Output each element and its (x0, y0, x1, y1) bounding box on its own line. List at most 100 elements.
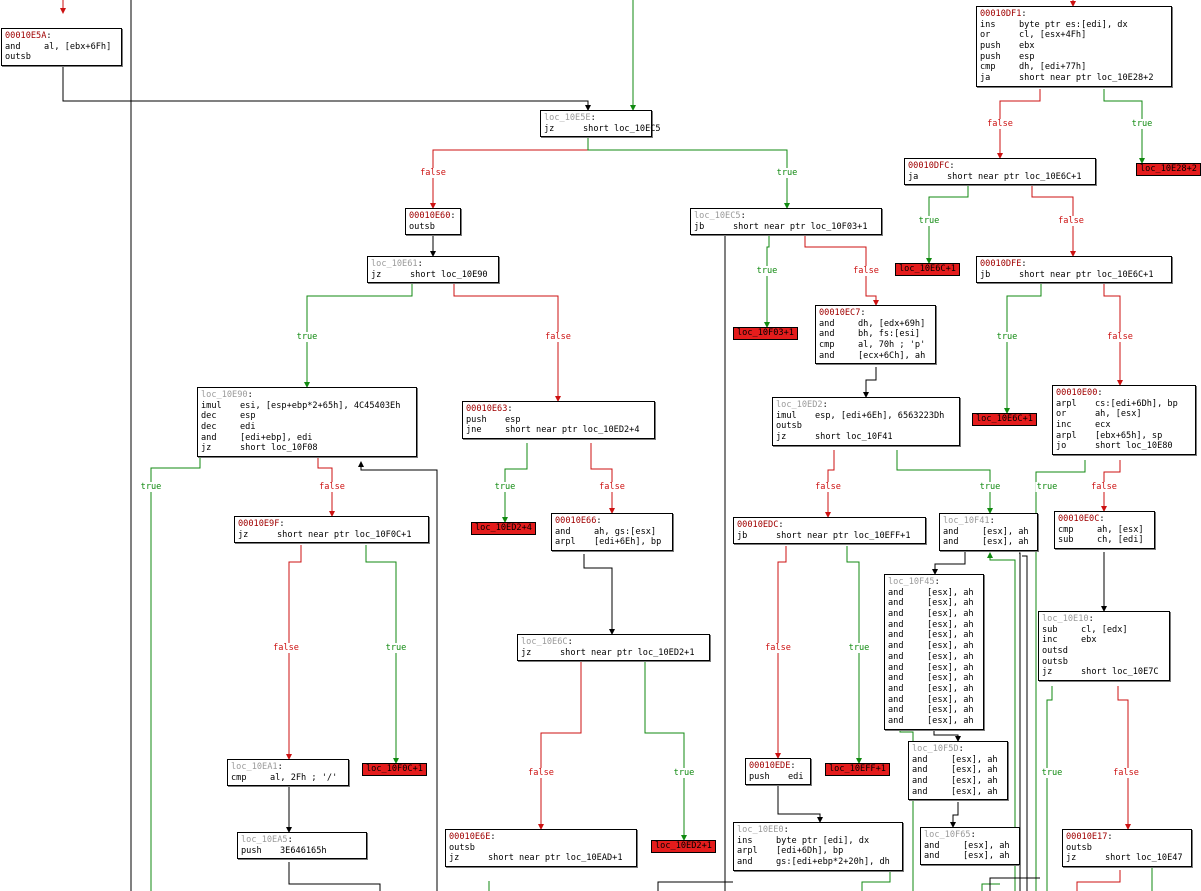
block-label[interactable]: 00010E0C: (1058, 514, 1105, 524)
block-label[interactable]: loc_10E5E: (544, 113, 596, 123)
instruction-line: and[esx], ah (888, 705, 980, 716)
edge-flow (62, 67, 591, 111)
edge-label-true: true (295, 332, 319, 342)
mnemonic: and (555, 526, 571, 537)
mnemonic: outsb (5, 52, 31, 63)
instruction-line: outsb (449, 843, 633, 854)
instruction-line: outsb (776, 421, 956, 432)
instruction-line: and[esx], ah (888, 695, 980, 706)
external-target-stub[interactable]: loc_10EFF+1 (825, 763, 890, 776)
external-target-stub[interactable]: loc_10E6C+1 (972, 413, 1037, 426)
block-label[interactable]: loc_10F41: (943, 516, 995, 526)
block-label[interactable]: 00010E66: (555, 516, 602, 526)
block-label[interactable]: loc_10EA1: (231, 762, 283, 772)
edge-label-false: false (544, 332, 572, 342)
mnemonic: and (819, 350, 835, 361)
operands: short near ptr loc_10E28+2 (1019, 73, 1154, 84)
block-label[interactable]: loc_10E6C: (521, 637, 573, 647)
instruction-line: outsb (5, 52, 118, 63)
block-label[interactable]: 00010E00: (1056, 388, 1103, 398)
block-label[interactable]: loc_10EA5: (241, 835, 293, 845)
block-label[interactable]: loc_10EE0: (737, 825, 789, 835)
external-target-stub[interactable]: loc_10F03+1 (733, 327, 798, 340)
block-label[interactable]: 00010EDE: (749, 761, 796, 771)
block-label[interactable]: 00010E17: (1066, 832, 1113, 842)
operands: cs:[edi+6Dh], bp (1095, 398, 1178, 409)
operands: short near ptr loc_10EFF+1 (776, 530, 911, 541)
operands: short loc_10F41 (815, 432, 893, 443)
code-block[interactable]: 00010E60:outsb (405, 208, 461, 236)
instruction-line: arpl[edi+6Dh], bp (737, 846, 899, 857)
block-label[interactable]: 00010E63: (466, 404, 513, 414)
external-target-stub[interactable]: loc_10ED2+4 (471, 522, 536, 535)
block-label[interactable]: 00010DFC: (908, 161, 955, 171)
external-target-stub[interactable]: loc_10ED2+1 (651, 840, 716, 853)
block-label[interactable]: loc_10F65: (924, 830, 976, 840)
edge-label-true: true (847, 643, 871, 653)
block-label[interactable]: 00010DFE: (980, 259, 1027, 269)
external-target-stub[interactable]: loc_10F0C+1 (362, 763, 427, 776)
edge-label-true: true (995, 332, 1019, 342)
block-label[interactable]: loc_10EC5: (694, 211, 746, 221)
block-label[interactable]: 00010E5A: (5, 31, 52, 41)
block-label[interactable]: loc_10ED2: (776, 400, 828, 410)
operands: esi, [esp+ebp*2+65h], 4C45403Eh (240, 400, 401, 411)
block-label[interactable]: 00010DF1: (980, 9, 1027, 19)
block-label[interactable]: loc_10F5D: (912, 744, 964, 754)
operands: short near ptr loc_10EAD+1 (488, 853, 623, 864)
block-label[interactable]: 00010EC7: (819, 308, 866, 318)
block-label[interactable]: 00010E6E: (449, 832, 496, 842)
block-label[interactable]: loc_10E61: (371, 259, 423, 269)
external-target-stub[interactable]: loc_10E6C+1 (895, 263, 960, 276)
mnemonic: outsb (449, 842, 475, 853)
block-label[interactable]: 00010E9F: (238, 519, 285, 529)
block-label[interactable]: loc_10E10: (1042, 614, 1094, 624)
block-label[interactable]: 00010E60: (409, 211, 456, 221)
mnemonic: jz (1066, 853, 1077, 864)
block-label[interactable]: 00010EDC: (737, 520, 784, 530)
edge-flow (430, 136, 589, 209)
block-label[interactable]: loc_10F45: (888, 577, 940, 587)
external-target-stub[interactable]: loc_10E28+2 (1136, 163, 1201, 176)
instruction-line: and[esx], ah (888, 641, 980, 652)
mnemonic: and (912, 765, 928, 776)
block-label[interactable]: loc_10E90: (201, 390, 253, 400)
